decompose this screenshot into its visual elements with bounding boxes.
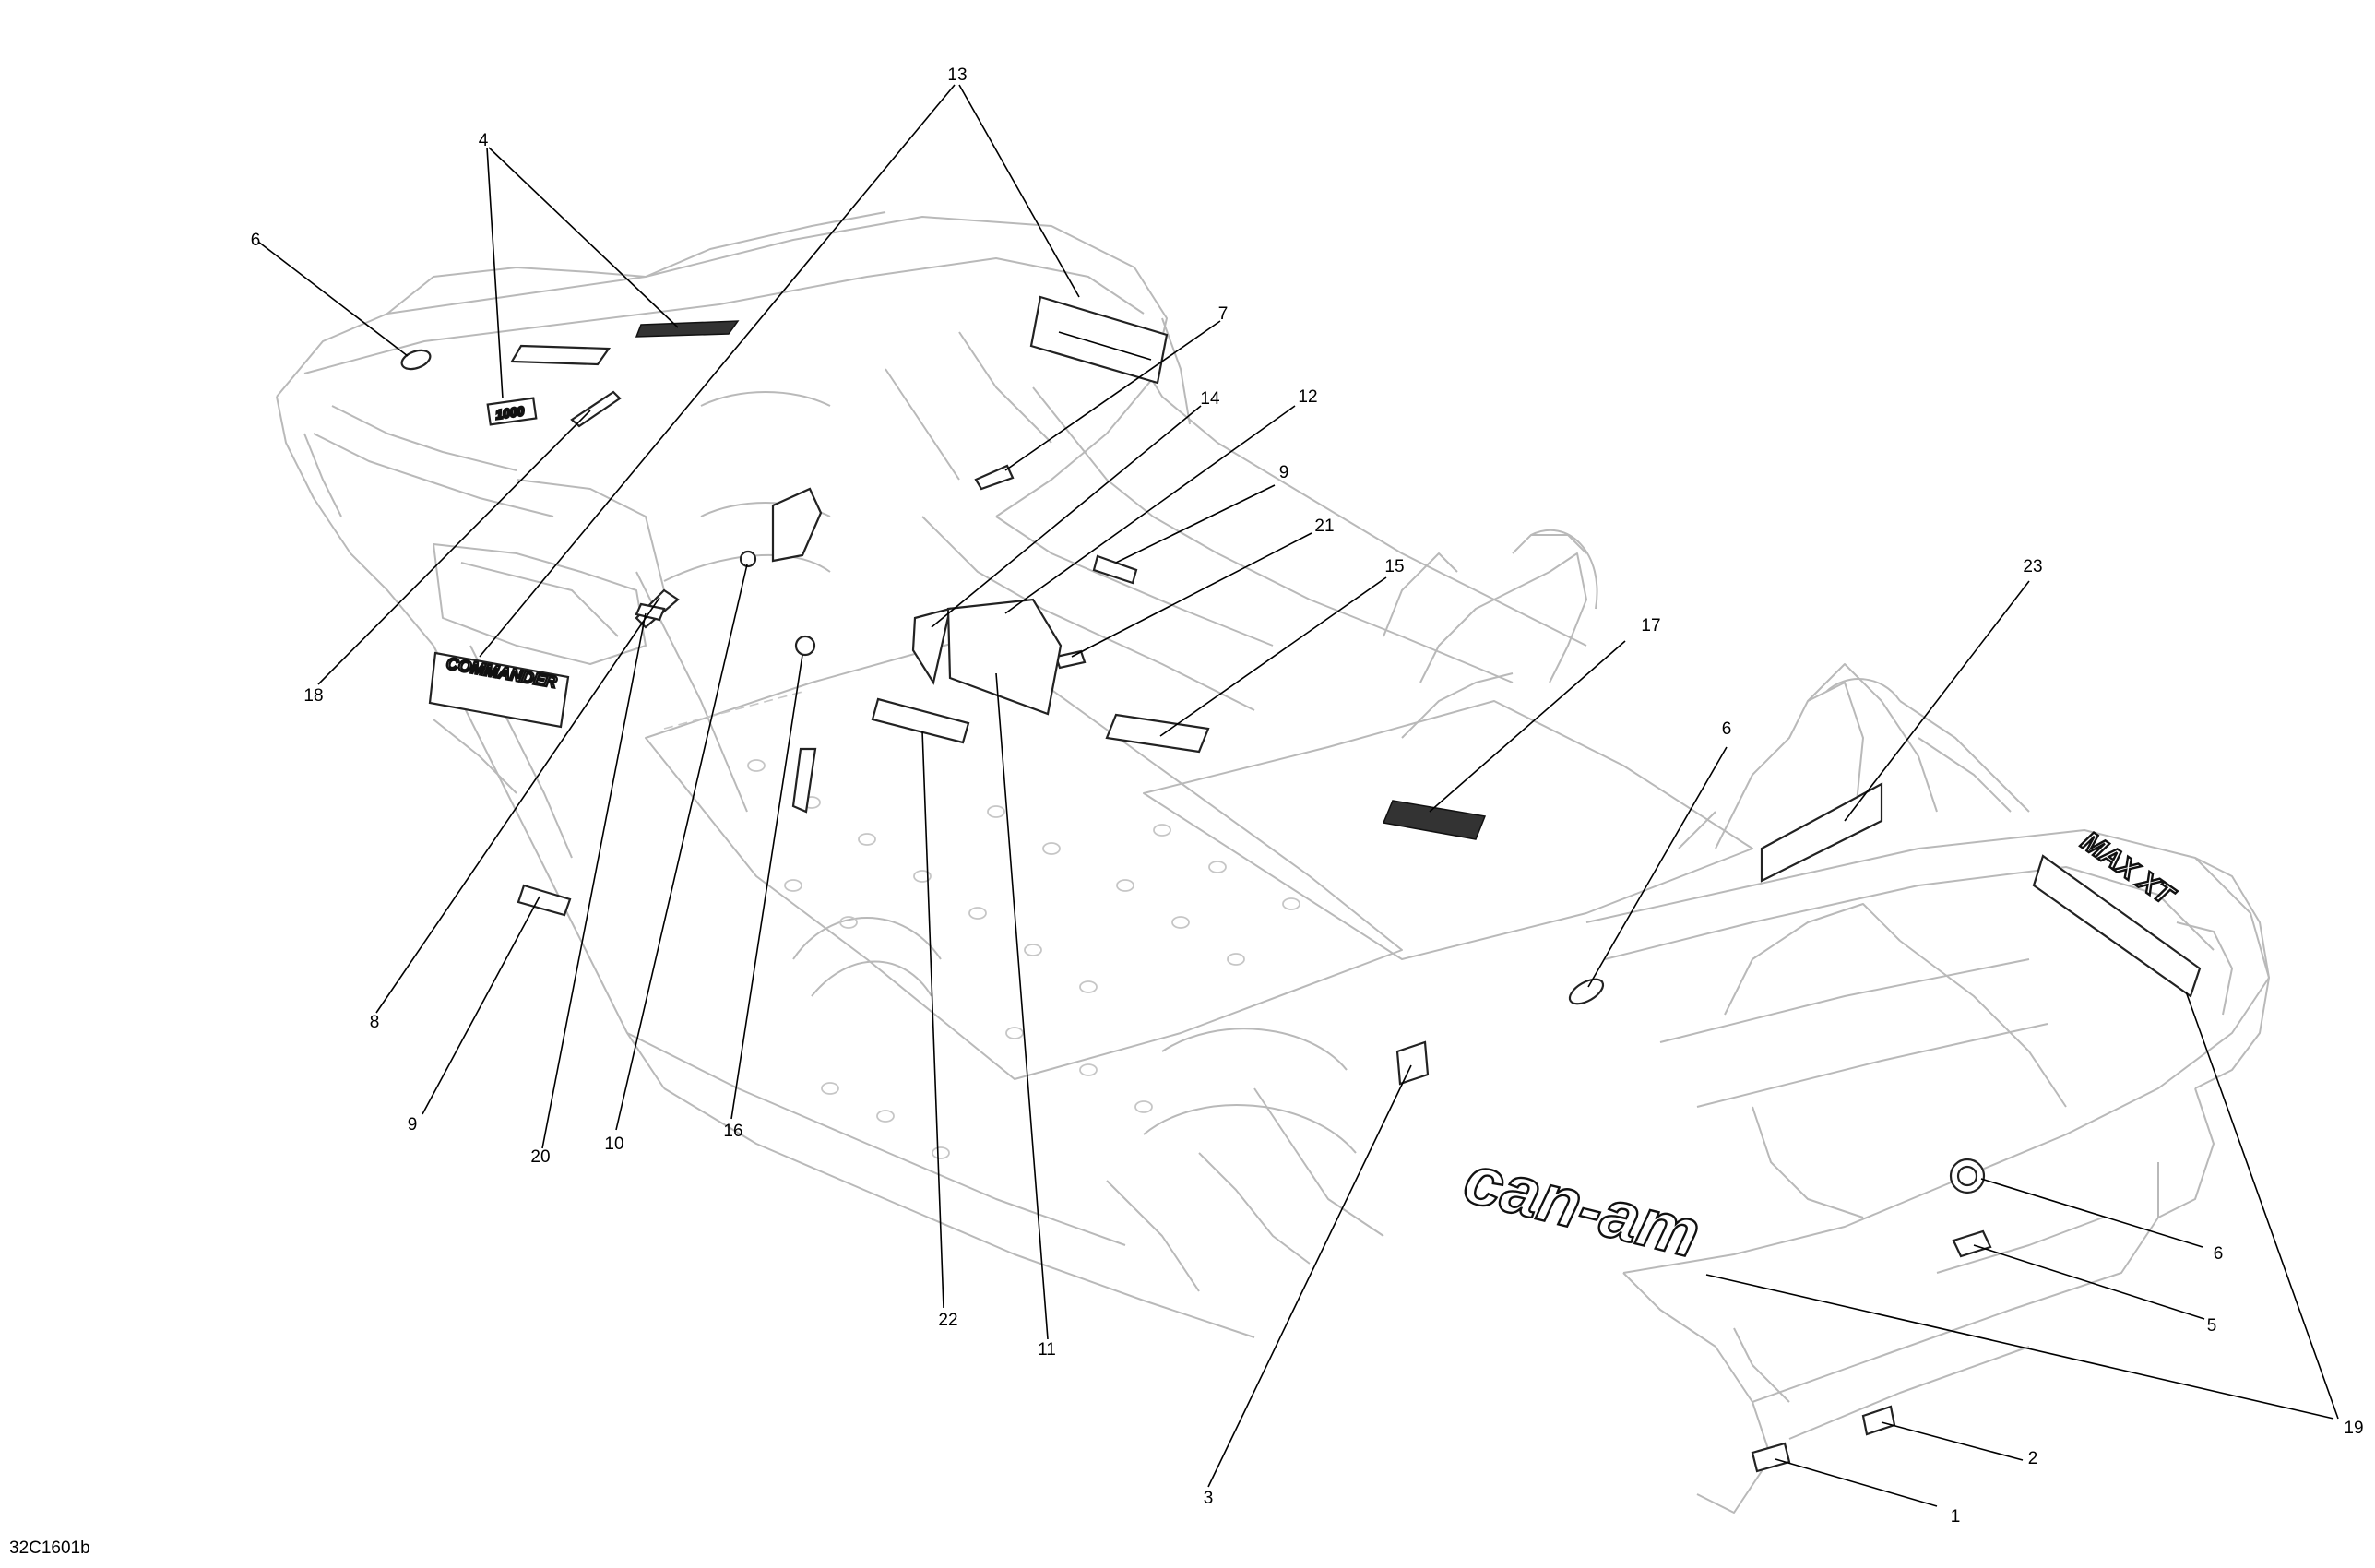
callout-6-floor: 6 xyxy=(1722,719,1732,739)
decal-6-floor xyxy=(1568,978,1605,1005)
brand-logo-decal: can-am xyxy=(1457,1140,1707,1272)
callout-16: 16 xyxy=(723,1122,742,1141)
floor-mounting-holes xyxy=(747,759,1300,1159)
callout-6-hood: 6 xyxy=(251,231,261,250)
callout-18: 18 xyxy=(303,686,323,706)
decal-4-left xyxy=(510,344,612,366)
callout-7: 7 xyxy=(1218,304,1229,324)
decal-6-hood xyxy=(400,349,432,371)
callout-22: 22 xyxy=(938,1311,957,1330)
callout-20: 20 xyxy=(530,1147,550,1167)
decal-22 xyxy=(871,697,970,744)
decal-19 xyxy=(2032,854,2202,998)
decal-5 xyxy=(1952,1229,1992,1258)
decal-15 xyxy=(1105,713,1210,754)
callout-3: 3 xyxy=(1204,1489,1214,1508)
decal-4-badge xyxy=(486,397,538,426)
decal-3 xyxy=(1395,1040,1430,1086)
callout-5: 5 xyxy=(2207,1316,2217,1336)
decal-1 xyxy=(1751,1442,1791,1473)
callout-19: 19 xyxy=(2344,1419,2363,1438)
decal-17 xyxy=(1382,800,1487,840)
callout-21: 21 xyxy=(1314,517,1334,536)
callout-1: 1 xyxy=(1951,1507,1961,1526)
decal-16-knob xyxy=(794,635,816,657)
decal-12 xyxy=(946,598,1063,716)
callout-15: 15 xyxy=(1384,557,1404,576)
decal-9-mid xyxy=(1092,554,1138,585)
callout-9-left: 9 xyxy=(408,1115,418,1134)
callout-13: 13 xyxy=(947,65,967,85)
decal-16 xyxy=(791,747,817,814)
decal-21 xyxy=(1054,649,1087,670)
drawing-reference-code: 32C1601b xyxy=(9,1538,90,1558)
callout-labels: 13 4 6 7 14 12 9 21 15 23 17 6 18 8 9 20… xyxy=(251,65,2364,1526)
callout-9-mid: 9 xyxy=(1279,463,1289,482)
callout-10: 10 xyxy=(604,1134,623,1154)
decal-4-right xyxy=(635,320,740,338)
callout-8: 8 xyxy=(370,1013,380,1032)
decal-13-lower xyxy=(428,651,570,729)
decal-23 xyxy=(1760,782,1883,883)
callout-14: 14 xyxy=(1200,389,1220,409)
callout-4: 4 xyxy=(479,131,489,150)
decal-7 xyxy=(974,464,1015,491)
decal-14 xyxy=(911,607,952,685)
callout-12: 12 xyxy=(1298,387,1317,407)
decal-13-upper xyxy=(1029,295,1169,385)
decal-10-knob xyxy=(739,550,757,568)
vehicle-body-outline xyxy=(276,211,2270,1514)
callout-11: 11 xyxy=(1038,1340,1056,1360)
decal-9-left xyxy=(517,884,572,917)
callout-23: 23 xyxy=(2023,557,2042,576)
decals: 1000 COMMANDER MAX XT can-am xyxy=(400,295,2202,1473)
decal-4-badge-text: 1000 xyxy=(494,403,525,422)
decal-2 xyxy=(1861,1405,1896,1436)
leader-lines xyxy=(257,84,2339,1507)
decal-10 xyxy=(771,487,823,563)
callout-17: 17 xyxy=(1641,616,1660,636)
callout-2: 2 xyxy=(2028,1449,2038,1468)
callout-6-rear: 6 xyxy=(2214,1244,2224,1264)
